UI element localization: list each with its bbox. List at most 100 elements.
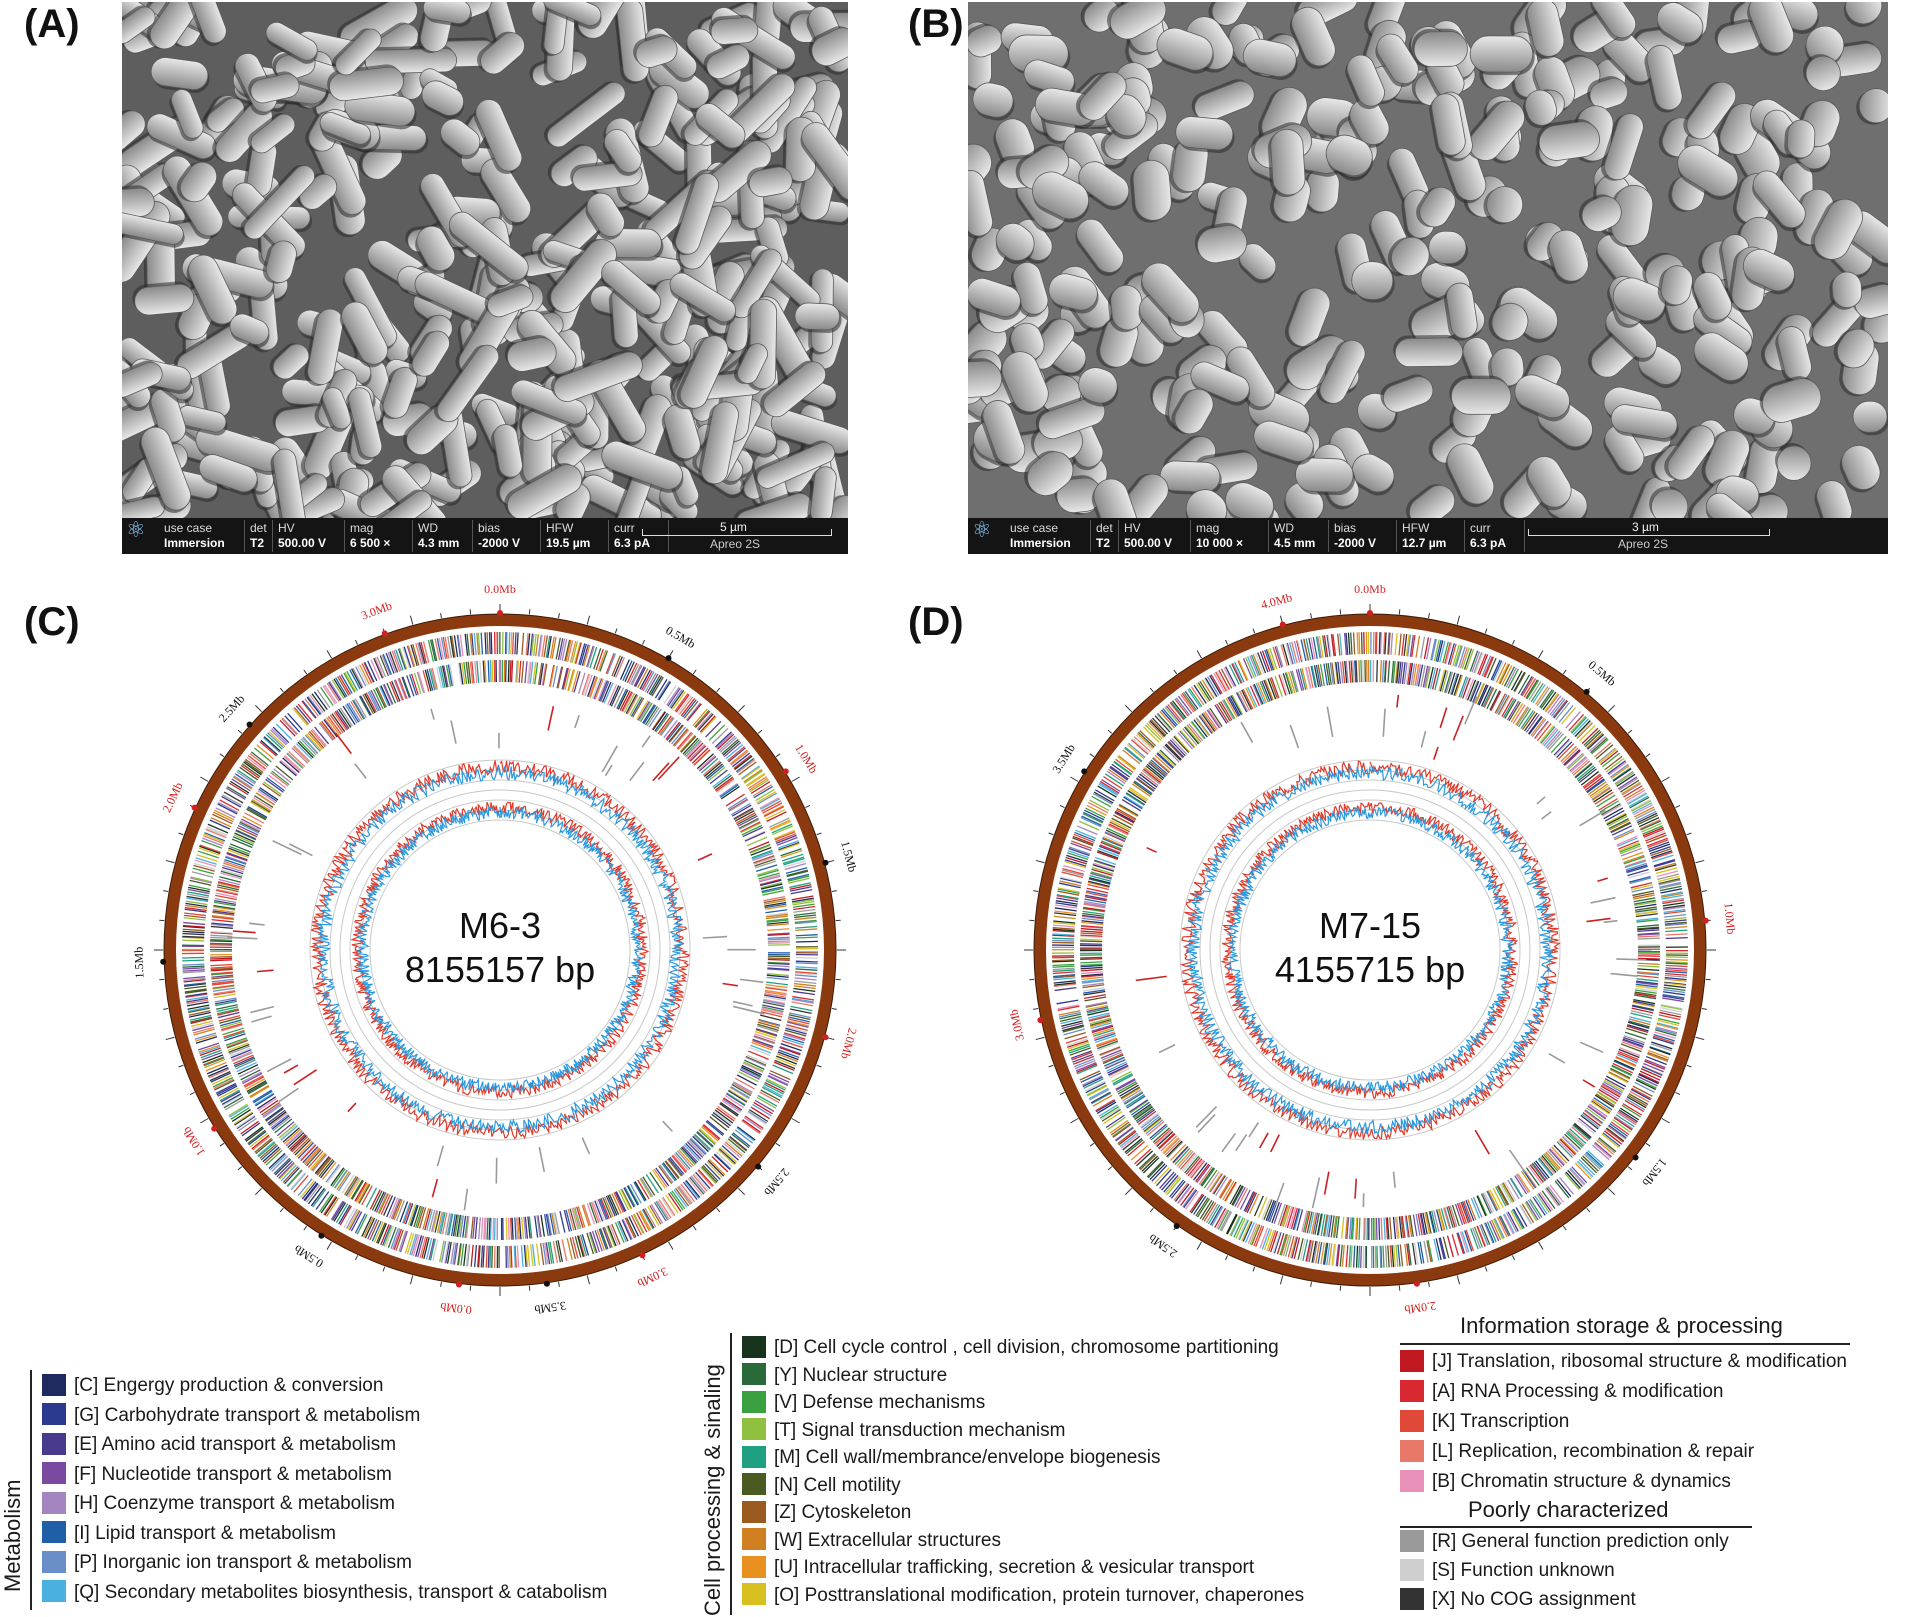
bacterium-cell [1107, 2, 1167, 40]
bacterium-cell [1644, 44, 1683, 113]
bacterium-cell [1608, 184, 1654, 248]
bacterium-cell [1833, 328, 1875, 369]
tick-mark [558, 613, 560, 619]
bacterium-cell [122, 360, 163, 398]
bacterium-cell [1578, 194, 1622, 232]
bacterium-cell [1295, 457, 1356, 496]
tick-mark [1428, 613, 1430, 619]
legend-label: [T] Signal transduction mechanism [774, 1419, 1066, 1441]
legend-item: [Y] Nuclear structure [742, 1363, 947, 1388]
bacterium-cell [808, 26, 848, 67]
bacterium-cell [1774, 443, 1812, 481]
tick-mark [1225, 1255, 1229, 1261]
bacterium-cell [1469, 35, 1535, 76]
legend-swatch [742, 1363, 766, 1386]
gc-content-ring [309, 760, 691, 1140]
genome-tick-label: 4.0Mb [1259, 590, 1293, 612]
tick-mark [1107, 729, 1113, 734]
tick-mark [1645, 753, 1651, 758]
bacterium-cell [1031, 171, 1090, 223]
tick-mark [409, 1275, 414, 1285]
bacterium-cell [1536, 119, 1600, 161]
bacterium-cell [1345, 54, 1385, 110]
tick-mark [1586, 1207, 1591, 1213]
bacterium-cell [504, 462, 583, 518]
bacterium-cell [1747, 2, 1795, 56]
genome-tick-label: 2.0Mb [838, 1026, 860, 1060]
bacterium-cell [477, 31, 525, 75]
bacterium-cell [479, 158, 532, 226]
bacterium-cell [1284, 287, 1331, 348]
tick-mark [1225, 639, 1229, 645]
poorly-characterized-title: Poorly characterized [1468, 1497, 1669, 1522]
bacterium-cell [733, 343, 769, 384]
bacterium-cell [1156, 27, 1214, 74]
bacterium-cell [968, 358, 1003, 399]
microscope-model: Apreo 2S [710, 537, 761, 551]
bacterium-cell [633, 33, 678, 68]
cog-ring-reverse [1079, 659, 1661, 1241]
bacterium-cell [243, 139, 278, 199]
bacterium-cell [122, 109, 146, 152]
tick-mark [775, 1142, 781, 1147]
bacterium-cell [327, 64, 404, 102]
tick-mark [355, 1255, 359, 1261]
bacterium-cell [1191, 79, 1255, 122]
bacterium-cell [1008, 34, 1071, 76]
rna-marks-ring [1135, 694, 1647, 1209]
legend-item: [D] Cell cycle control , cell division, … [742, 1335, 1279, 1360]
legend-item: [S] Function unknown [1400, 1558, 1615, 1583]
bacterium-cell [1242, 38, 1298, 80]
genome-tick-label: 3.0Mb [359, 599, 394, 623]
bacterium-cell [1839, 444, 1881, 493]
bacterium-cell [1814, 480, 1853, 518]
legend-swatch [1400, 1439, 1424, 1462]
bacterium-cell [547, 239, 617, 313]
bacterium-cell [132, 281, 195, 316]
tick-mark [254, 704, 263, 713]
bacterium-cell [169, 89, 204, 142]
bacterium-cell [262, 240, 297, 284]
legend-label: [B] Chromatin structure & dynamics [1432, 1471, 1731, 1492]
bacterium-cell [1488, 302, 1529, 342]
legend-swatch [742, 1500, 766, 1523]
bacterium-cell [339, 301, 389, 368]
legend-item: [T] Signal transduction mechanism [742, 1418, 1066, 1443]
genome-tick-label: 3.0Mb [635, 1264, 670, 1290]
genome-tick-label: 0.0Mb [1354, 582, 1386, 596]
tick-mark [382, 1266, 386, 1272]
bacterium-cell [379, 366, 418, 420]
tick-mark [1607, 704, 1616, 713]
bacterium-cell [304, 308, 344, 386]
bacterium-cell [473, 99, 523, 175]
bacterium-cell [585, 192, 625, 240]
tick-mark [805, 805, 811, 809]
bacterium-cell [1465, 100, 1525, 161]
bacterium-cell [968, 277, 1022, 320]
panel-label-b: (B) [908, 2, 964, 46]
tick-mark [1059, 1091, 1065, 1095]
legend-swatch [742, 1555, 766, 1578]
bacterium-cell [1078, 367, 1119, 407]
legend-swatch [742, 1528, 766, 1551]
bacterium-cell [968, 23, 1003, 58]
bacterium-cell [1076, 71, 1127, 121]
metabolism-bracket [30, 1370, 32, 1610]
bacterium-cell [1852, 282, 1888, 319]
bacterium-cell [1159, 460, 1222, 496]
tick-mark [326, 650, 332, 659]
legend-label: [Q] Secondary metabolites biosynthesis, … [74, 1581, 608, 1603]
bacterium-cell [1035, 395, 1106, 440]
bacterium-cell [448, 211, 529, 284]
bacterium-cell [363, 489, 433, 518]
bacterium-cell [1693, 332, 1749, 385]
genome-tick-label: 1.5Mb [131, 947, 146, 979]
bacterium-cell [1225, 346, 1276, 411]
bacterium-cell [1387, 236, 1430, 277]
tick-mark [1124, 704, 1133, 713]
